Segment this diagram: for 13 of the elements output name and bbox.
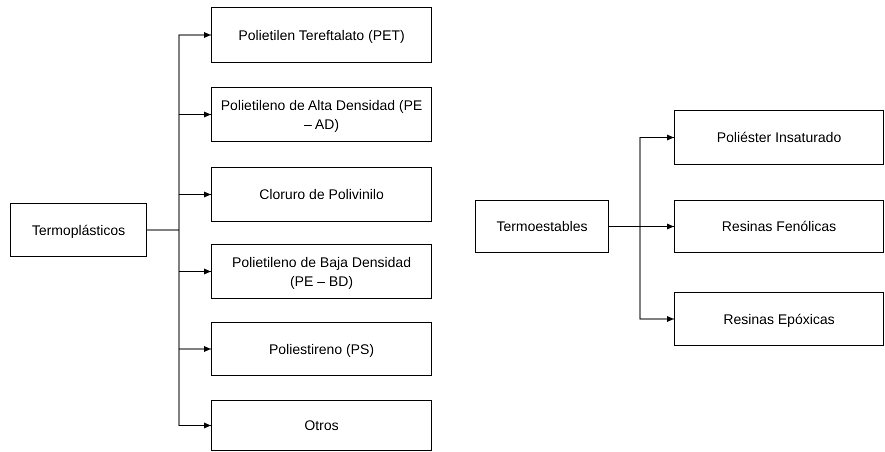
process-box: Poliéster Insaturado [674,110,884,165]
process-box: Termoestables [475,200,609,253]
process-box: Polietileno de Alta Densidad (PE – AD) [211,87,432,142]
arrow [608,226,674,322]
process-box: Cloruro de Polivinilo [211,167,432,222]
process-box: Resinas Epóxicas [674,292,884,346]
process-box: Termoplásticos [10,203,147,257]
process-box: Otros [211,400,432,451]
process-box: Polietileno de Baja Densidad (PE – BD) [211,244,432,299]
process-box: Poliestireno (PS) [211,322,432,376]
process-box: Resinas Fenólicas [674,200,884,253]
arrow [146,230,212,428]
process-box: Polietilen Tereftalato (PET) [211,7,432,63]
